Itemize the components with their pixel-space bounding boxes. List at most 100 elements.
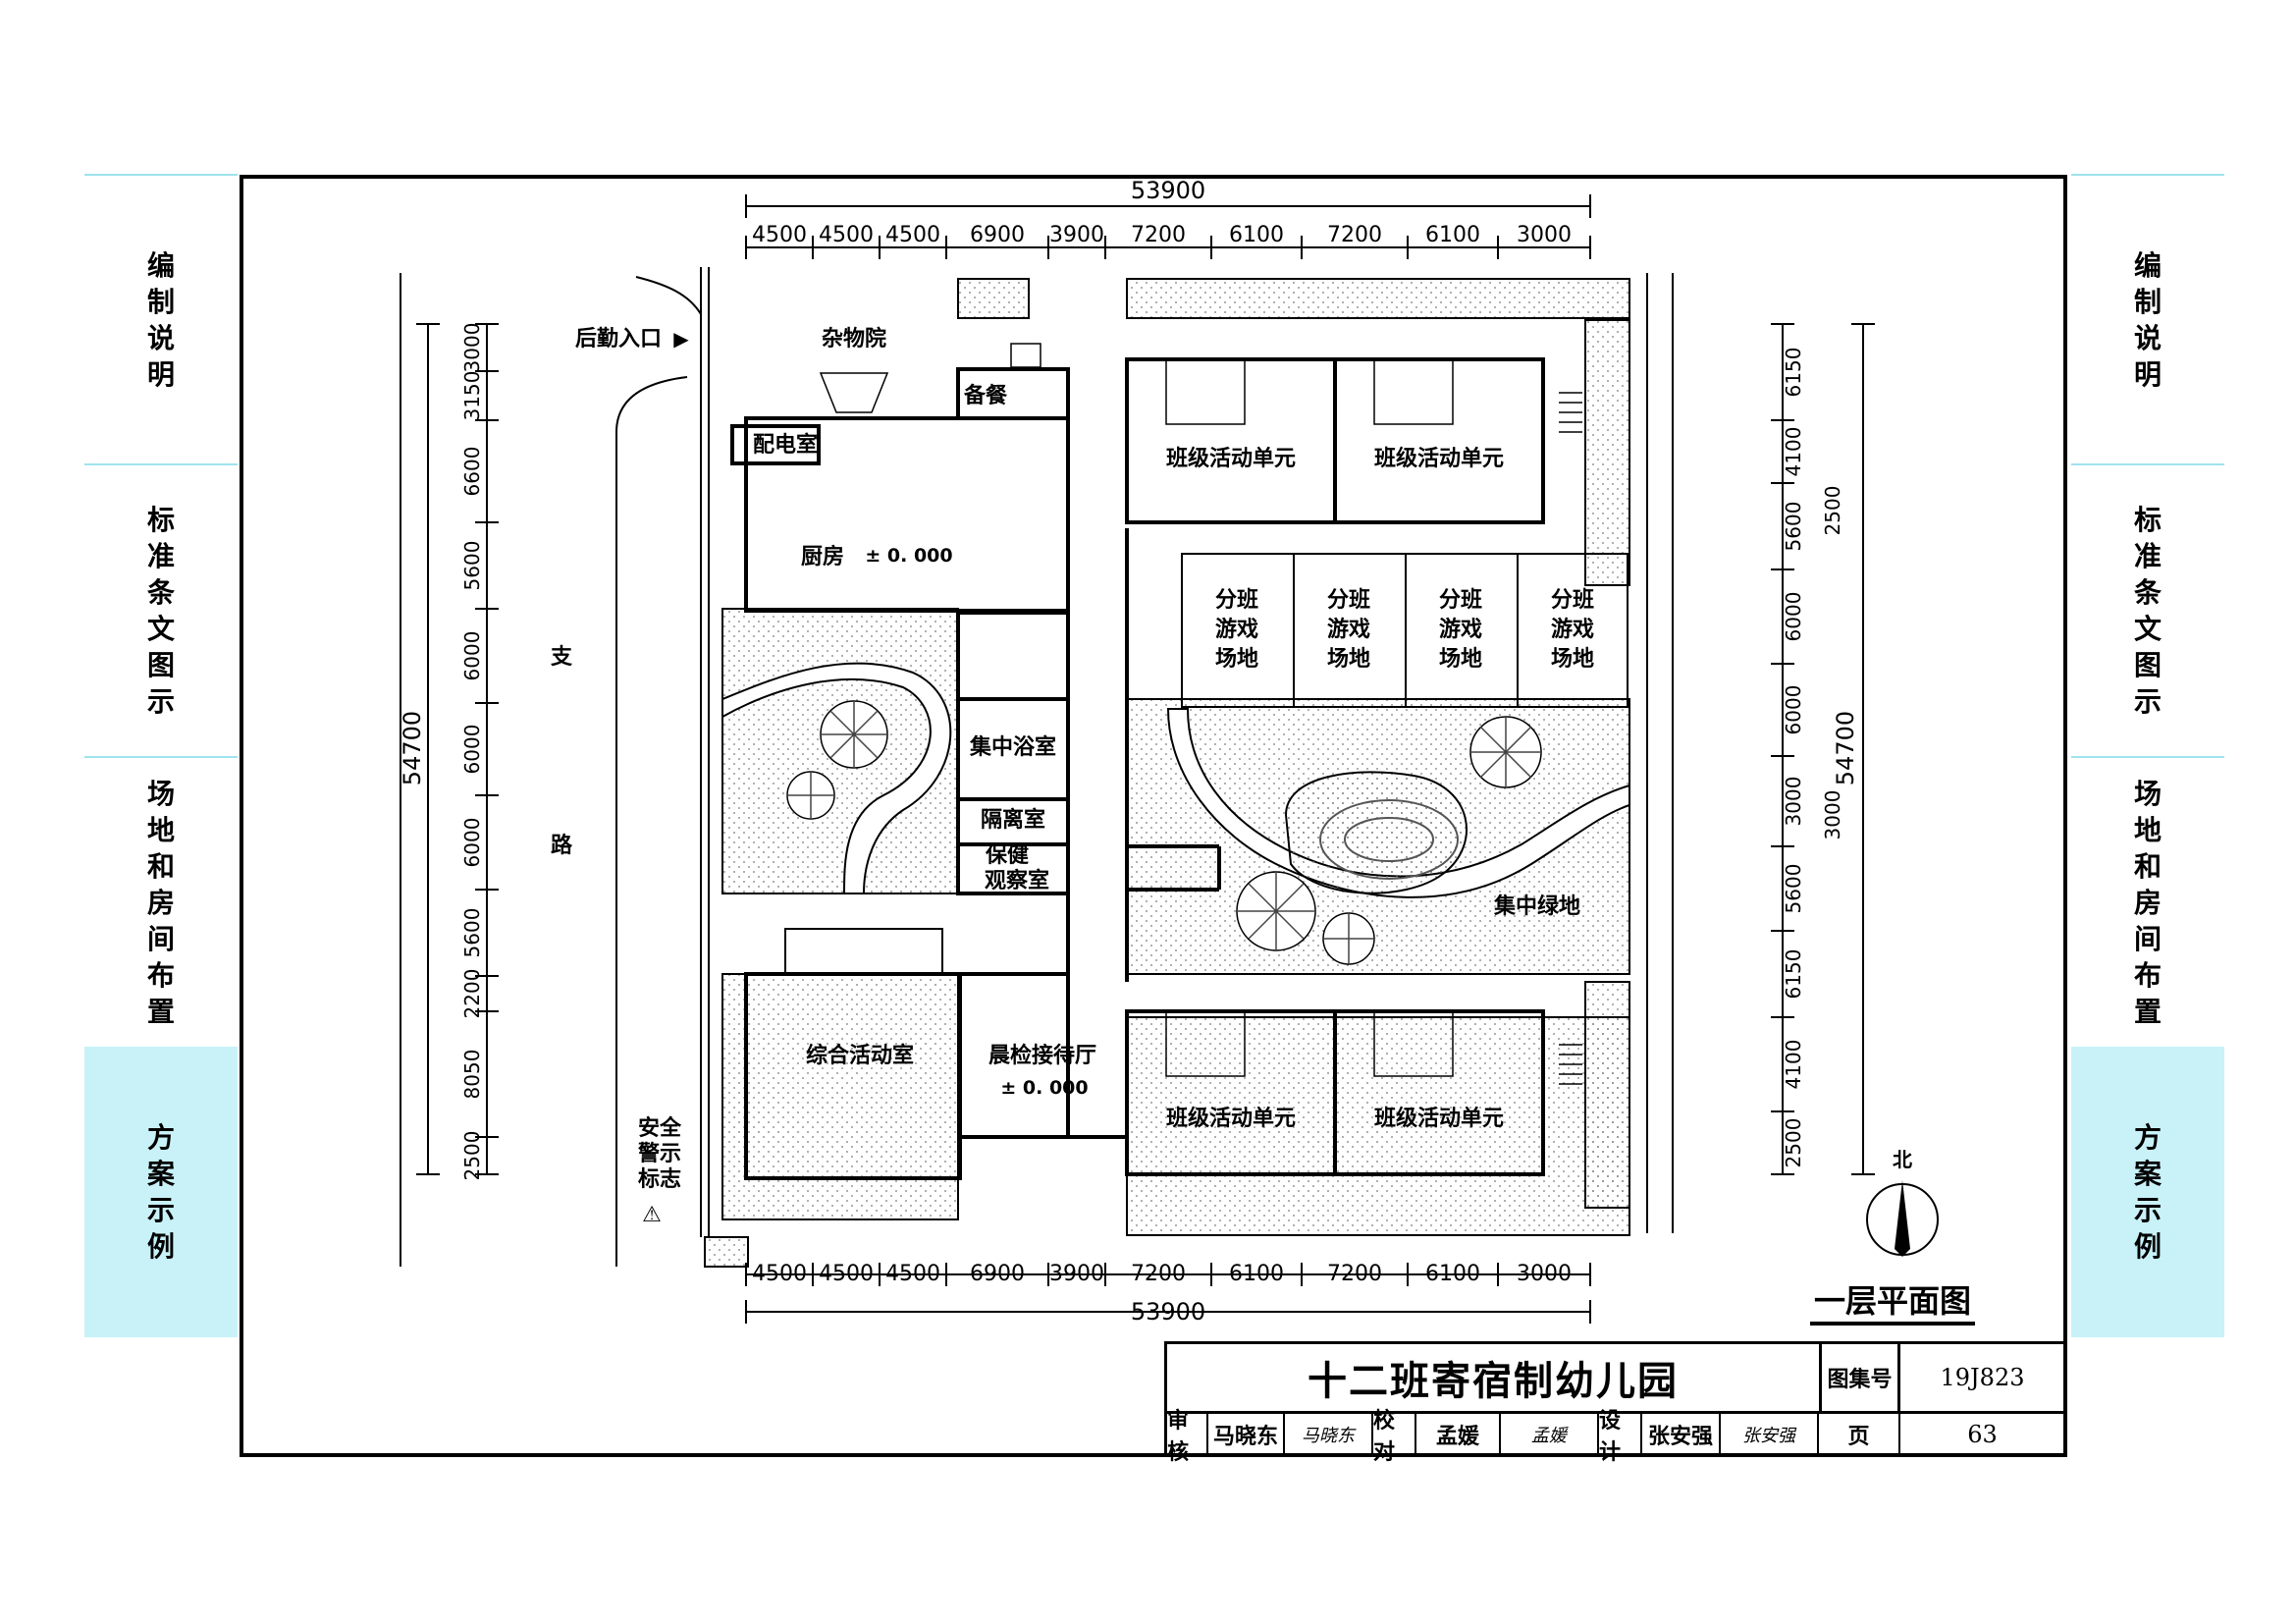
dim-bottom: 3000 xyxy=(1517,1262,1572,1286)
tab-divider xyxy=(84,463,238,465)
play-area-label: 分班 xyxy=(1439,588,1482,613)
dim-top-total: 53900 xyxy=(1131,177,1205,204)
stair-details xyxy=(819,343,1582,1085)
tab-divider xyxy=(2071,463,2224,465)
rear-entry-arrow: ▶ xyxy=(673,327,689,351)
dim-top: 3000 xyxy=(1517,223,1572,247)
kitchen-label: 厨房 xyxy=(801,544,844,569)
play-area-label: 游戏 xyxy=(1551,617,1594,642)
dim-top: 6900 xyxy=(970,223,1025,247)
dim-right: 5600 xyxy=(1782,864,1805,914)
dim-left: 6000 xyxy=(460,631,484,681)
tab-site-layout[interactable]: 场地和房间布置 xyxy=(146,777,175,1028)
kitchen-elevation: ± 0. 000 xyxy=(865,545,952,567)
tab-divider xyxy=(2071,174,2224,176)
play-area-label: 游戏 xyxy=(1327,617,1370,642)
play-area-label: 游戏 xyxy=(1215,617,1258,642)
sign-label-3: 标志 xyxy=(638,1166,681,1192)
dim-right: 2500 xyxy=(1782,1118,1805,1168)
dim-top: 7200 xyxy=(1131,223,1186,247)
tab-scheme-examples[interactable]: 方案示例 xyxy=(2071,1047,2224,1337)
reception-elevation: ± 0. 000 xyxy=(1000,1077,1088,1099)
left-chapter-tabs: 编制说明 标准条文图示 场地和房间布置 方案示例 xyxy=(84,0,238,1624)
dim-top: 7200 xyxy=(1327,223,1382,247)
dim-top: 3900 xyxy=(1049,223,1104,247)
play-area-label: 场地 xyxy=(1439,647,1482,672)
dim-left: 6000 xyxy=(460,725,484,775)
site-hatch xyxy=(721,278,1630,1236)
play-area-label: 场地 xyxy=(1327,647,1370,672)
title-block: 十二班寄宿制幼儿园 图集号 19J823 审核 马晓东 马晓东 校对 孟媛 孟媛… xyxy=(1164,1341,2067,1465)
class-unit-label: 班级活动单元 xyxy=(1374,446,1504,471)
plan-title-group: 一层平面图 xyxy=(1810,1282,1975,1326)
dimension-lines xyxy=(427,205,1864,1313)
road xyxy=(400,267,1674,1268)
tab-compile-notes[interactable]: 编制说明 xyxy=(146,248,175,391)
play-area-labels: 分班 游戏 场地 分班 游戏 场地 分班 游戏 场地 分班 游戏 场地 xyxy=(1215,588,1594,672)
dim-left: 6000 xyxy=(460,818,484,868)
play-area-label: 游戏 xyxy=(1439,617,1482,642)
tab-scheme-examples[interactable]: 方案示例 xyxy=(84,1047,238,1337)
tab-standard-illustrations[interactable]: 标准条文图示 xyxy=(2133,504,2162,718)
right-chapter-tabs: 编制说明 标准条文图示 场地和房间布置 方案示例 xyxy=(2071,0,2224,1624)
check-label: 校对 xyxy=(1373,1409,1416,1465)
bath-label: 集中浴室 xyxy=(969,734,1056,760)
dim-left-total: 54700 xyxy=(399,711,426,785)
yard-label: 杂物院 xyxy=(822,326,886,352)
play-areas xyxy=(1181,553,1629,708)
dim-top: 6100 xyxy=(1229,223,1284,247)
north-arrow: 北 xyxy=(1866,1148,1939,1257)
play-area-label: 场地 xyxy=(1215,647,1258,672)
page-number: 63 xyxy=(1967,1420,1998,1448)
sign-label-1: 安全 xyxy=(638,1115,682,1141)
drawing-frame xyxy=(240,175,2067,1457)
play-area-label: 场地 xyxy=(1551,647,1594,672)
dim-left: 6600 xyxy=(460,447,484,497)
power-room-label: 配电室 xyxy=(753,432,818,458)
tab-site-layout[interactable]: 场地和房间布置 xyxy=(2133,777,2162,1028)
green-space-label: 集中绿地 xyxy=(1493,893,1580,919)
dim-left: 5600 xyxy=(460,541,484,591)
project-title-cell: 十二班寄宿制幼儿园 xyxy=(1164,1341,1822,1414)
dim-right-total: 54700 xyxy=(1832,711,1859,785)
tab-standard-illustrations[interactable]: 标准条文图示 xyxy=(146,504,175,718)
multi-room-label: 综合活动室 xyxy=(806,1043,914,1068)
design-label: 设计 xyxy=(1599,1409,1642,1465)
play-area-label: 分班 xyxy=(1215,588,1258,613)
dim-top: 4500 xyxy=(752,223,807,247)
atlas-number-cell: 19J823 xyxy=(1897,1341,2067,1414)
dim-top: 6100 xyxy=(1425,223,1480,247)
dim-left: 3150 xyxy=(460,371,484,421)
rear-entry-label: 后勤入口 xyxy=(575,326,662,352)
dim-right: 4100 xyxy=(1782,1040,1805,1090)
signature-row xyxy=(1164,1411,2067,1457)
dim-bottom: 4500 xyxy=(819,1262,874,1286)
dim-bottom: 6100 xyxy=(1229,1262,1284,1286)
play-area-label: 分班 xyxy=(1551,588,1594,613)
class-unit-label: 班级活动单元 xyxy=(1374,1106,1504,1131)
dim-right: 6000 xyxy=(1782,592,1805,642)
tab-divider xyxy=(84,174,238,176)
tab-divider xyxy=(2071,756,2224,758)
project-title: 十二班寄宿制幼儿园 xyxy=(1308,1359,1679,1404)
isolation-label: 隔离室 xyxy=(981,807,1045,833)
page-label: 页 xyxy=(1819,1414,1900,1454)
class-unit-label: 班级活动单元 xyxy=(1166,446,1296,471)
dim-right-inner: 2500 xyxy=(1821,486,1844,536)
designer-signature: 张安强 xyxy=(1721,1414,1819,1454)
play-area-label: 分班 xyxy=(1327,588,1370,613)
dim-bottom-total: 53900 xyxy=(1131,1298,1205,1326)
road-label-1: 支 xyxy=(551,645,573,670)
meal-prep-label: 备餐 xyxy=(963,383,1008,408)
north-label: 北 xyxy=(1893,1148,1912,1171)
review-label: 审核 xyxy=(1167,1409,1208,1465)
garden-paths xyxy=(721,662,1630,898)
sign-label-2: 警示 xyxy=(637,1142,681,1166)
dim-bottom: 6900 xyxy=(970,1262,1025,1286)
health-label-1: 保健 xyxy=(985,842,1029,868)
tab-compile-notes[interactable]: 编制说明 xyxy=(2133,248,2162,391)
class-unit-label: 班级活动单元 xyxy=(1166,1106,1296,1131)
dim-right-inner: 3000 xyxy=(1821,790,1844,840)
